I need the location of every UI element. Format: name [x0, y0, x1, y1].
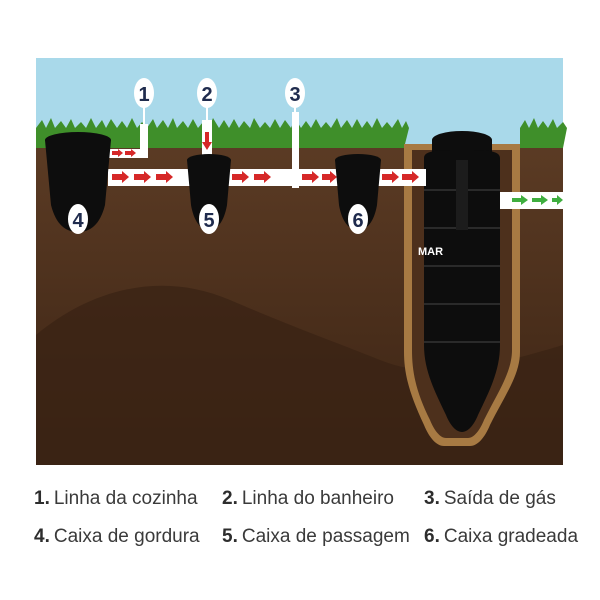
marker-1: 1: [134, 78, 154, 124]
marker-5: 5: [199, 204, 219, 234]
tank-brand-label: MAR: [418, 246, 443, 258]
marker-2-label: 2: [201, 84, 212, 106]
legend-text: Caixa gradeada: [443, 526, 579, 547]
marker-1-label: 1: [138, 84, 149, 106]
pipe-kitchen-vertical: [140, 124, 148, 158]
grass: [36, 118, 409, 148]
legend-item-passage-box: 5.Caixa de passagem: [222, 526, 410, 548]
legend-num: 5.: [222, 526, 238, 547]
pipe-gas-vent: [292, 112, 299, 188]
pipe-outlet: [500, 192, 563, 209]
marker-6-label: 6: [352, 210, 363, 232]
grass-right: [520, 118, 567, 148]
legend-item-gas-outlet: 3.Saída de gás: [424, 488, 556, 510]
legend-num: 6.: [424, 526, 440, 547]
legend-num: 2.: [222, 488, 238, 509]
legend-row-1: 1.Linha da cozinha 2.Linha do banheiro 3…: [34, 488, 574, 518]
legend-item-bathroom-line: 2.Linha do banheiro: [222, 488, 394, 510]
legend-row-2: 4.Caixa de gordura 5.Caixa de passagem 6…: [34, 526, 578, 556]
grated-box: [335, 154, 381, 230]
flow-arrows-green: [512, 195, 563, 205]
grease-box: [45, 132, 111, 232]
legend-text: Linha da cozinha: [53, 488, 198, 509]
marker-2: 2: [197, 78, 217, 120]
marker-6: 6: [348, 204, 368, 234]
legend-num: 1.: [34, 488, 50, 509]
legend-num: 3.: [424, 488, 440, 509]
marker-3-label: 3: [289, 84, 300, 106]
legend-text: Caixa de gordura: [53, 526, 200, 547]
legend-item-kitchen-line: 1.Linha da cozinha: [34, 488, 198, 510]
marker-5-label: 5: [203, 210, 214, 232]
legend-item-grated-box: 6.Caixa gradeada: [424, 526, 578, 548]
septic-system-diagram: MAR: [36, 58, 567, 465]
marker-4: 4: [68, 204, 88, 234]
legend-num: 4.: [34, 526, 50, 547]
septic-tank: [424, 131, 500, 432]
passage-box: [187, 154, 231, 230]
marker-4-label: 4: [72, 210, 84, 232]
legend-text: Caixa de passagem: [241, 526, 410, 547]
flow-arrows-red: [112, 132, 419, 183]
legend-text: Saída de gás: [443, 488, 556, 509]
legend-item-grease-box: 4.Caixa de gordura: [34, 526, 200, 548]
marker-3: 3: [285, 78, 305, 112]
legend-text: Linha do banheiro: [241, 488, 394, 509]
